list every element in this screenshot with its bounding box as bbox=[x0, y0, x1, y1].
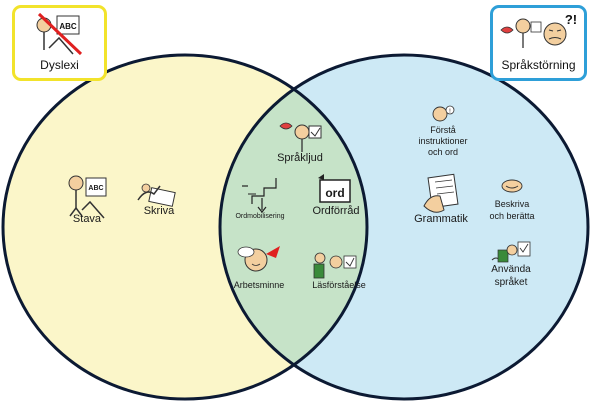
label-forsta-line2: instruktioner bbox=[418, 136, 467, 146]
word-card-icon: ord bbox=[318, 174, 351, 203]
grammar-hand-icon bbox=[423, 173, 459, 213]
legend-dyslexi-title: Dyslexi bbox=[40, 58, 79, 72]
label-grammatik: Grammatik bbox=[414, 213, 468, 225]
info-face-icon: ! bbox=[432, 105, 455, 122]
legend-dyslexi: ABC Dyslexi bbox=[12, 5, 107, 81]
reading-person-icon bbox=[313, 252, 357, 279]
label-forsta-line3: och ord bbox=[428, 147, 458, 157]
label-lasforstaelse: Läsförståelse bbox=[312, 280, 366, 290]
label-ordmobilisering: Ordmobilisering bbox=[235, 213, 284, 220]
word-card-text: ord bbox=[325, 186, 344, 200]
label-forsta-line1: Förstå bbox=[430, 125, 456, 135]
legend-abc-text: ABC bbox=[59, 22, 77, 31]
legend-sprakstorning: ?! Språkstörning bbox=[490, 5, 587, 81]
label-sprakljud: Språkljud bbox=[277, 152, 323, 164]
crossed-out-dyslexia-icon: ABC bbox=[36, 12, 83, 56]
person-abc-icon: ABC bbox=[68, 175, 107, 219]
legend-sprakstorning-title: Språkstörning bbox=[501, 58, 576, 72]
label-beskriva-line2: och berätta bbox=[489, 211, 534, 221]
label-arbetsminne: Arbetsminne bbox=[234, 280, 285, 290]
label-skriva: Skriva bbox=[144, 205, 175, 217]
label-stava: Stava bbox=[73, 213, 102, 225]
speech-confusion-icon: ?! bbox=[500, 12, 577, 48]
label-anvanda-line2: språket bbox=[495, 276, 528, 288]
label-anvanda-line1: Använda bbox=[491, 264, 531, 275]
svg-text:!: ! bbox=[449, 109, 451, 115]
language-disorder-circle-outline bbox=[218, 53, 590, 401]
overlap-region bbox=[220, 55, 367, 399]
abc-card-text: ABC bbox=[88, 185, 103, 192]
label-ordforrad: Ordförråd bbox=[312, 205, 359, 217]
thinking-head-icon bbox=[237, 246, 280, 272]
label-beskriva-line1: Beskriva bbox=[495, 199, 530, 209]
speaking-face-icon bbox=[279, 122, 322, 152]
writing-hand-icon bbox=[137, 183, 176, 207]
dyslexia-circle-outline bbox=[1, 53, 369, 401]
confusion-mark-text: ?! bbox=[565, 12, 577, 27]
communicating-people-icon bbox=[491, 241, 531, 263]
talking-lips-icon bbox=[501, 179, 523, 193]
word-retrieval-staircase-icon bbox=[242, 178, 277, 213]
